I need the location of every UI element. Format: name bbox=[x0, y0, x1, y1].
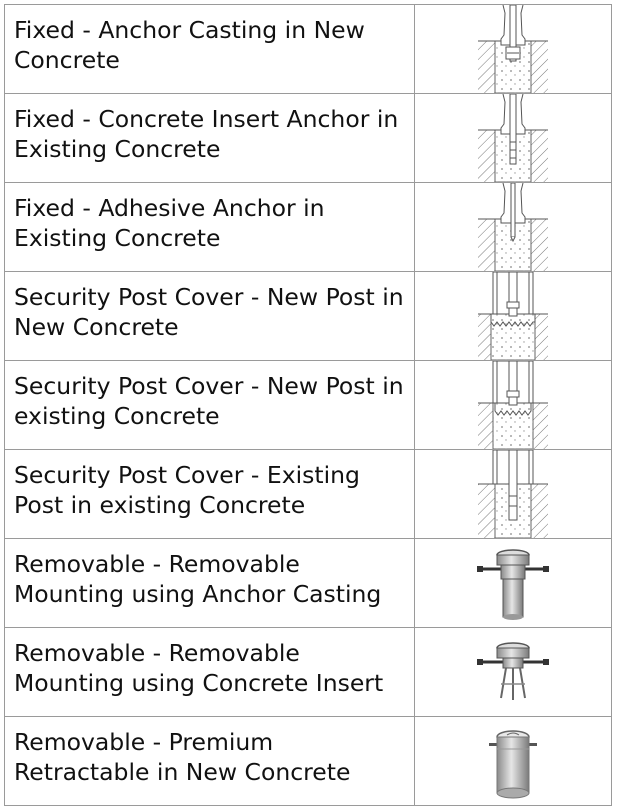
removable-concrete-insert-photo bbox=[414, 627, 612, 717]
mounting-option-label: Fixed - Concrete Insert Anchor in Existi… bbox=[4, 93, 415, 183]
table-row: Removable - Removable Mounting using Con… bbox=[4, 627, 612, 717]
premium-retractable-photo bbox=[414, 716, 612, 806]
table-row: Fixed - Concrete Insert Anchor in Existi… bbox=[4, 93, 612, 183]
mounting-option-label: Removable - Removable Mounting using Con… bbox=[4, 627, 415, 717]
table-row: Security Post Cover - New Post in New Co… bbox=[4, 271, 612, 361]
table-row: Removable - Removable Mounting using Anc… bbox=[4, 538, 612, 628]
mounting-option-label: Fixed - Anchor Casting in New Concrete bbox=[4, 4, 415, 94]
post-cover-new-post-new-concrete-diagram bbox=[414, 271, 612, 361]
mounting-option-label: Security Post Cover - Existing Post in e… bbox=[4, 449, 415, 539]
mounting-option-label: Security Post Cover - New Post in existi… bbox=[4, 360, 415, 450]
post-cover-new-post-existing-concrete-diagram bbox=[414, 360, 612, 450]
anchor-casting-new-concrete-diagram bbox=[414, 4, 612, 94]
concrete-insert-anchor-diagram bbox=[414, 93, 612, 183]
table-row: Security Post Cover - Existing Post in e… bbox=[4, 449, 612, 539]
mounting-options-table: Fixed - Anchor Casting in New Concrete F… bbox=[4, 4, 612, 806]
removable-anchor-casting-photo bbox=[414, 538, 612, 628]
table-row: Fixed - Anchor Casting in New Concrete bbox=[4, 4, 612, 94]
mounting-option-label: Fixed - Adhesive Anchor in Existing Conc… bbox=[4, 182, 415, 272]
mounting-option-label: Removable - Premium Retractable in New C… bbox=[4, 716, 415, 806]
post-cover-existing-post-diagram bbox=[414, 449, 612, 539]
mounting-option-label: Removable - Removable Mounting using Anc… bbox=[4, 538, 415, 628]
table-row: Removable - Premium Retractable in New C… bbox=[4, 716, 612, 806]
adhesive-anchor-diagram bbox=[414, 182, 612, 272]
table-row: Fixed - Adhesive Anchor in Existing Conc… bbox=[4, 182, 612, 272]
mounting-option-label: Security Post Cover - New Post in New Co… bbox=[4, 271, 415, 361]
table-row: Security Post Cover - New Post in existi… bbox=[4, 360, 612, 450]
